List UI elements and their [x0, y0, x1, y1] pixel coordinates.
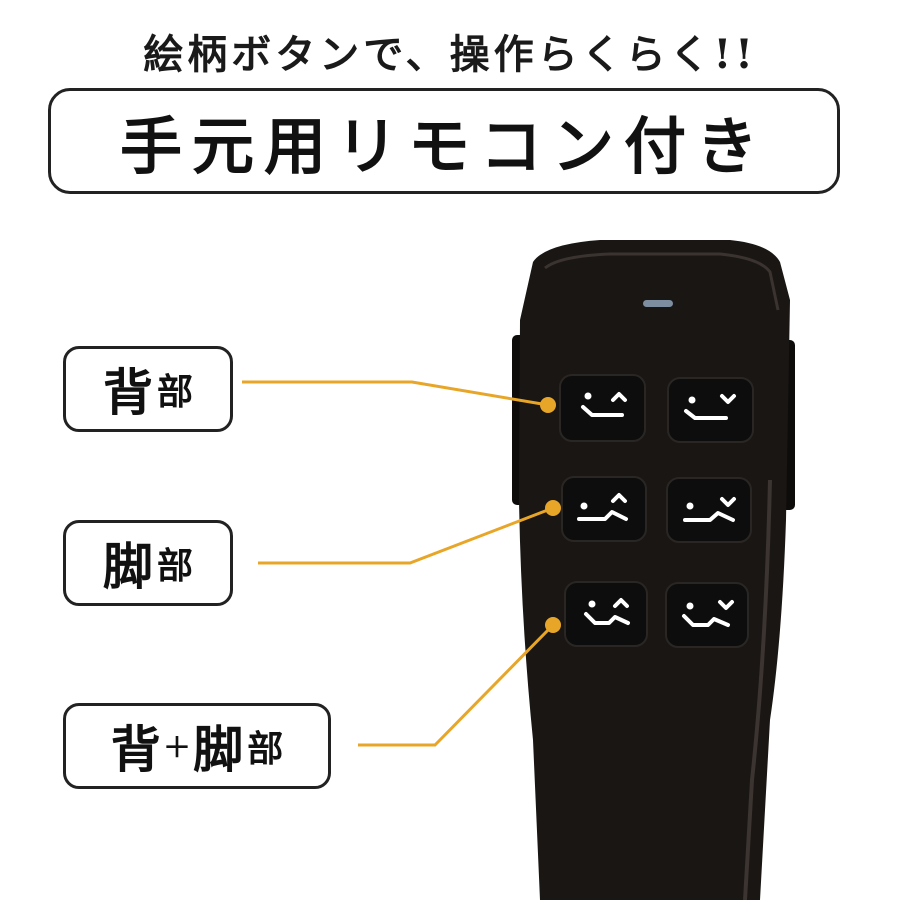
label-back-leg: 背 + 脚 部 — [63, 703, 331, 789]
callout-lines — [242, 380, 555, 747]
leg-up-button[interactable] — [561, 476, 647, 542]
label-leg-suffix: 部 — [156, 545, 193, 587]
callout-dot-back-leg — [545, 617, 561, 633]
leg-up-icon — [577, 493, 628, 521]
label-back: 背 部 — [63, 346, 233, 432]
callout-line-back-leg — [358, 623, 555, 747]
label-back-leg-plus: + — [162, 726, 192, 766]
callout-line-leg — [258, 506, 554, 565]
remote-buttons — [559, 374, 754, 648]
leg-down-button[interactable] — [666, 477, 752, 543]
back-leg-down-button[interactable] — [665, 582, 749, 648]
label-back-leg-main2: 脚 — [193, 720, 244, 779]
back-down-button[interactable] — [667, 377, 754, 443]
label-back-suffix: 部 — [156, 371, 193, 413]
back-leg-down-icon — [682, 600, 734, 627]
callout-dot-back — [540, 397, 556, 413]
remote-edge-highlight — [544, 252, 780, 311]
back-leg-up-button[interactable] — [564, 581, 648, 647]
led-indicator — [643, 300, 673, 307]
back-down-icon — [684, 394, 736, 420]
page-title: 手元用リモコン付き — [119, 110, 768, 183]
remote-side-highlight — [743, 479, 772, 900]
label-back-main: 背 — [102, 363, 153, 422]
subtitle: 絵柄ボタンで、操作らくらく!! — [143, 31, 757, 78]
label-leg-main: 脚 — [102, 537, 153, 596]
callout-dot-leg — [545, 500, 561, 516]
back-leg-up-icon — [584, 598, 630, 625]
back-up-icon — [581, 392, 627, 417]
callout-line-back — [242, 380, 549, 407]
label-back-leg-main1: 背 — [110, 720, 161, 779]
leg-down-icon — [683, 497, 736, 522]
label-leg: 脚 部 — [63, 520, 233, 606]
label-back-leg-suffix: 部 — [247, 728, 284, 770]
back-up-button[interactable] — [559, 374, 646, 442]
title-box: 手元用リモコン付き — [48, 88, 840, 194]
